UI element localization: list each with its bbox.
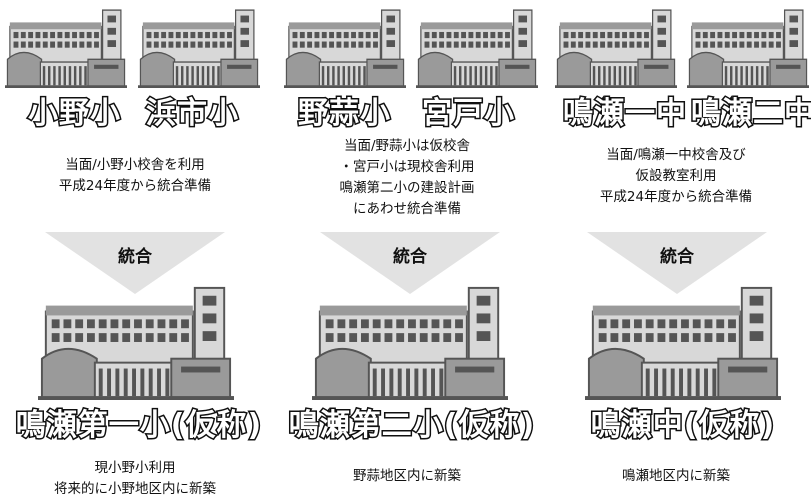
merge-arrow-shape [45,232,225,294]
merge-arrow-shape [320,232,500,294]
school-building-icon [312,282,508,400]
school-building-icon [416,6,538,88]
note-line: 将来的に小野地区内に新築 [54,481,216,497]
note-line: 現小野小利用 [94,460,176,476]
school-name-2: 浜市小 [145,95,240,133]
school-building-icon [585,282,781,400]
school-building-icon [38,282,234,400]
note-line: にあわせ統合準備 [353,201,461,217]
note-line: 野蒜地区内に新築 [353,468,461,484]
school-building-icon [284,6,406,88]
group-1: 小野小 浜市小 当面/小野小校舎を利用 平成24年度から統合準備 統合 鳴瀬第一… [0,0,270,497]
note-line: 当面/野蒜小は仮校舎 [343,138,471,154]
merged-school-name: 鳴瀬中(仮称) [589,407,776,445]
note-line: 鳴瀬地区内に新築 [622,468,730,484]
note-line: ・宮戸小は現校舎利用 [339,159,475,175]
merged-note: 野蒜地区内に新築 [272,466,542,487]
school-name-1: 鳴瀬一中 [562,95,688,133]
note: 当面/野蒜小は仮校舎 ・宮戸小は現校舎利用 鳴瀬第二小の建設計画 にあわせ統合準… [272,136,542,220]
note-line: 仮設教室利用 [635,168,717,184]
school-building-icon [5,6,127,88]
merge-arrow-icon: 統合 [45,232,225,294]
school-name-2: 鳴瀬二中 [690,95,811,133]
note-line: 平成24年度から統合準備 [58,178,212,194]
note-line: 平成24年度から統合準備 [599,189,753,205]
school-name-1: 小野小 [27,95,122,133]
merge-arrow-shape [587,232,767,294]
note-line: 鳴瀬第二小の建設計画 [339,180,475,196]
merge-arrow-icon: 統合 [587,232,767,294]
note-line: 当面/小野小校舎を利用 [65,157,205,173]
school-name-1: 野蒜小 [297,95,392,133]
group-2: 野蒜小 宮戸小 当面/野蒜小は仮校舎 ・宮戸小は現校舎利用 鳴瀬第二小の建設計画… [272,0,542,493]
group-3: 鳴瀬一中 鳴瀬二中 当面/鳴瀬一中校舎及び 仮設教室利用 平成24年度から統合準… [541,0,811,493]
merge-label: 統合 [660,247,694,267]
merged-school-name: 鳴瀬第一小(仮称) [14,407,263,445]
note: 当面/鳴瀬一中校舎及び 仮設教室利用 平成24年度から統合準備 [541,145,811,208]
school-building-icon [138,6,260,88]
merged-note: 現小野小利用 将来的に小野地区内に新築 [0,458,270,500]
note-line: 当面/鳴瀬一中校舎及び [606,147,746,163]
merge-arrow-icon: 統合 [320,232,500,294]
school-building-icon [555,6,677,88]
merged-note: 鳴瀬地区内に新築 [541,466,811,487]
note: 当面/小野小校舎を利用 平成24年度から統合準備 [0,155,270,197]
school-name-2: 宮戸小 [421,95,516,133]
school-building-icon [687,6,809,88]
merge-label: 統合 [393,247,427,267]
merge-label: 統合 [118,247,152,267]
merged-school-name: 鳴瀬第二小(仮称) [287,407,536,445]
